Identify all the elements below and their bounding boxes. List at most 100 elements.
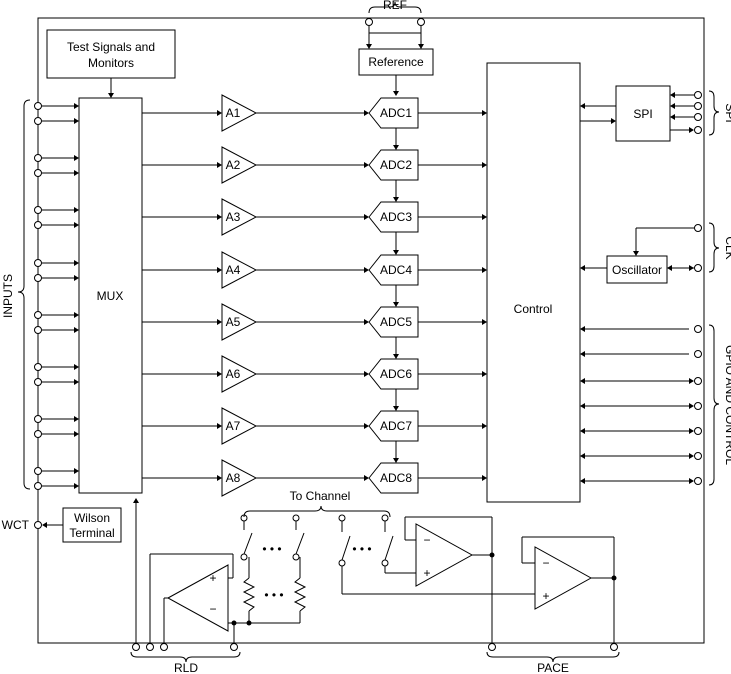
input-pin <box>34 221 42 229</box>
gpio-group-label: GPIO AND CONTROL <box>723 345 731 465</box>
pace-amplifier-2 <box>534 546 593 610</box>
pace-amp2-minus: − <box>542 556 549 570</box>
pace-switch-2 <box>384 535 394 561</box>
spi-pin <box>694 102 702 110</box>
spi-brace <box>708 90 720 136</box>
amplifier-label: A4 <box>226 263 241 277</box>
gpio-pin <box>694 452 702 460</box>
input-pin <box>34 467 42 475</box>
pace-amp2-plus: + <box>542 589 549 603</box>
amplifier <box>221 355 258 393</box>
clk-brace <box>708 222 720 273</box>
adc-label: ADC7 <box>380 419 412 433</box>
ref-pin-p <box>365 18 373 26</box>
input-pin <box>34 311 42 319</box>
spi-group-label: SPI <box>723 103 731 122</box>
pace-amplifier-1 <box>415 523 474 587</box>
adc-label: ADC4 <box>380 263 412 277</box>
chip-boundary <box>37 17 705 644</box>
adc-label: ADC5 <box>380 315 412 329</box>
to-channel-label: To Channel <box>290 489 351 503</box>
pace-pin-1 <box>488 643 496 651</box>
amplifier-label: A5 <box>226 315 241 329</box>
input-pins-group <box>34 102 79 490</box>
amplifier <box>221 303 258 341</box>
switch-ellipsis-1: • • • <box>262 542 281 556</box>
amplifier-label: A8 <box>226 471 241 485</box>
test-signals-block <box>46 29 176 79</box>
wilson-label-line2: Terminal <box>69 526 114 540</box>
mux-block <box>78 97 143 494</box>
amplifier-label: A2 <box>226 158 241 172</box>
input-pin <box>34 482 42 490</box>
test-signals-label-line1: Test Signals and <box>67 40 155 54</box>
test-signals-label-line2: Monitors <box>88 56 134 70</box>
wilson-label-line1: Wilson <box>74 511 110 525</box>
gpio-brace <box>708 324 720 486</box>
spi-pin <box>694 126 702 134</box>
pace-label: PACE <box>537 661 569 674</box>
mux-label: MUX <box>97 289 124 303</box>
amplifier <box>221 146 258 184</box>
amplifier <box>221 94 258 132</box>
control-label: Control <box>514 302 553 316</box>
input-pin <box>34 154 42 162</box>
pace-brace <box>486 651 620 663</box>
input-pin <box>34 169 42 177</box>
clksel-pin <box>694 224 702 232</box>
wilson-terminal-block <box>62 507 122 543</box>
amplifier-label: A7 <box>226 419 241 433</box>
rld-pin-1 <box>132 643 140 651</box>
ref-brace <box>368 1 422 14</box>
to-channel-brace <box>243 505 391 518</box>
inputs-brace <box>17 99 31 490</box>
oscillator-label: Oscillator <box>612 263 662 277</box>
channel-row: A7 ADC7 <box>142 407 487 463</box>
gpio-pin <box>694 427 702 435</box>
switch-ellipsis-2: • • • <box>352 542 371 556</box>
amplifier <box>221 198 258 236</box>
amplifier <box>221 459 258 497</box>
rld-pin-3 <box>160 643 168 651</box>
wct-label: WCT <box>2 518 30 532</box>
reference-label: Reference <box>368 55 424 69</box>
rld-switch-1 <box>243 532 253 555</box>
spi-pin <box>694 113 702 121</box>
amplifier <box>221 251 258 289</box>
input-pin <box>34 326 42 334</box>
channel-row: A4 ADC4 <box>142 251 487 307</box>
adc-label: ADC8 <box>380 471 412 485</box>
spi-block <box>615 85 671 142</box>
oscillator-block <box>606 255 668 284</box>
input-pin <box>34 274 42 282</box>
channel-row: A5 ADC5 <box>142 303 487 359</box>
adc-label: ADC3 <box>380 210 412 224</box>
channel-row: A8 ADC8 <box>142 459 487 497</box>
input-pin <box>34 363 42 371</box>
spi-block-label: SPI <box>633 107 652 121</box>
pace-amp1-minus: − <box>423 533 430 547</box>
spi-pin <box>694 91 702 99</box>
input-pin <box>34 430 42 438</box>
inputs-label: INPUTS <box>1 274 15 318</box>
gpio-pin <box>694 402 702 410</box>
channel-row: A2 ADC2 <box>142 146 487 202</box>
resistor-ellipsis: • • • <box>264 588 283 602</box>
pace-pin-2 <box>610 643 618 651</box>
input-pin <box>34 378 42 386</box>
pace-amp1-plus: + <box>423 566 430 580</box>
ref-label: REF <box>383 0 407 12</box>
gpio-pins-group <box>580 325 702 485</box>
input-pin <box>34 102 42 110</box>
gpio-pin <box>694 350 702 358</box>
input-pin <box>34 117 42 125</box>
adc-label: ADC2 <box>380 158 412 172</box>
rld-resistor-2 <box>293 577 307 612</box>
amplifier-label: A1 <box>226 106 241 120</box>
reference-block <box>358 48 434 76</box>
clk-pin <box>694 264 702 272</box>
